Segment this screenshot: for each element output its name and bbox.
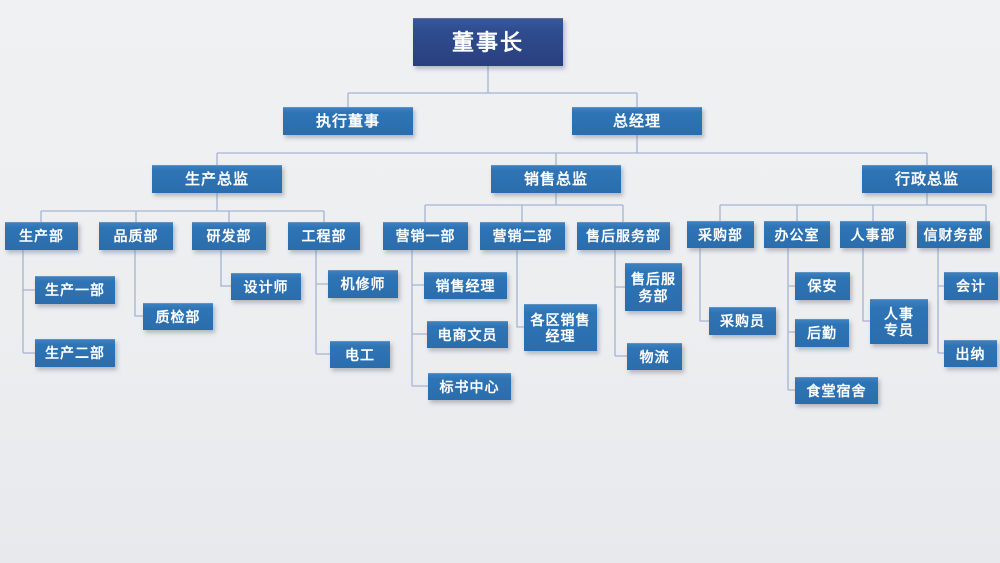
connector-purchasing-children bbox=[699, 248, 709, 322]
org-node-ecommerce-clerk: 电商文员 bbox=[427, 321, 508, 348]
connector-office-children bbox=[787, 248, 795, 391]
org-node-office: 办公室 bbox=[764, 221, 830, 248]
connector-admin-director-children bbox=[719, 193, 987, 221]
org-node-rd-dept: 研发部 bbox=[192, 222, 266, 250]
org-node-cashier: 出纳 bbox=[944, 340, 997, 367]
org-node-production-unit-1: 生产一部 bbox=[35, 276, 115, 304]
org-node-general-manager: 总经理 bbox=[572, 107, 702, 135]
org-node-purchaser: 采购员 bbox=[709, 307, 776, 335]
org-node-admin-director: 行政总监 bbox=[862, 165, 992, 193]
connector-sales-director-children bbox=[424, 193, 624, 222]
org-node-finance-dept: 信财务部 bbox=[917, 221, 990, 248]
org-node-machine-repair: 机修师 bbox=[328, 270, 398, 298]
connector-finance-children bbox=[937, 248, 944, 354]
org-node-engineering-dept: 工程部 bbox=[288, 222, 360, 250]
connector-chairman-to-level2 bbox=[347, 66, 638, 107]
org-node-logistics: 物流 bbox=[627, 343, 682, 370]
org-node-chairman: 董事长 bbox=[413, 18, 563, 66]
org-node-sales-director: 销售总监 bbox=[491, 165, 621, 193]
org-node-production-dept: 生产部 bbox=[5, 222, 78, 250]
org-node-quality-dept: 品质部 bbox=[99, 222, 173, 250]
org-node-production-director: 生产总监 bbox=[152, 165, 282, 193]
org-node-sales-manager: 销售经理 bbox=[424, 272, 507, 299]
connector-production-dept-children bbox=[22, 250, 35, 354]
org-node-quality-inspection: 质检部 bbox=[143, 303, 213, 330]
org-node-after-sales-dept: 售后服务部 bbox=[577, 222, 670, 250]
connector-production-director-children bbox=[40, 193, 325, 222]
org-node-designer: 设计师 bbox=[231, 273, 301, 300]
org-node-after-sales-sub: 售后服 务部 bbox=[625, 263, 682, 311]
connector-gm-to-directors bbox=[216, 135, 928, 165]
connector-quality-dept-children bbox=[134, 250, 143, 317]
org-node-marketing-dept-1: 营销一部 bbox=[383, 222, 468, 250]
org-node-canteen-dormitory: 食堂宿舍 bbox=[795, 377, 878, 404]
connector-engineering-dept-children bbox=[315, 250, 330, 355]
org-node-executive-director: 执行董事 bbox=[283, 107, 413, 135]
org-node-hr-specialist: 人事 专员 bbox=[870, 299, 928, 344]
connector-rd-dept-children bbox=[220, 250, 231, 287]
connector-hr-children bbox=[862, 248, 870, 322]
org-node-bidding-center: 标书中心 bbox=[428, 373, 511, 400]
connector-marketing1-children bbox=[411, 250, 428, 387]
org-node-hr-dept: 人事部 bbox=[840, 221, 906, 248]
org-node-production-unit-2: 生产二部 bbox=[35, 339, 115, 367]
org-node-electrician: 电工 bbox=[330, 341, 390, 368]
connector-marketing2-children bbox=[516, 250, 524, 328]
org-node-regional-sales-manager: 各区销售 经理 bbox=[524, 304, 597, 351]
org-node-logistics-support: 后勤 bbox=[795, 319, 849, 347]
connector-after-sales-children bbox=[614, 250, 627, 357]
org-node-security: 保安 bbox=[795, 272, 850, 300]
org-node-purchasing-dept: 采购部 bbox=[687, 221, 754, 248]
org-node-accountant: 会计 bbox=[944, 272, 998, 300]
org-node-marketing-dept-2: 营销二部 bbox=[480, 222, 565, 250]
